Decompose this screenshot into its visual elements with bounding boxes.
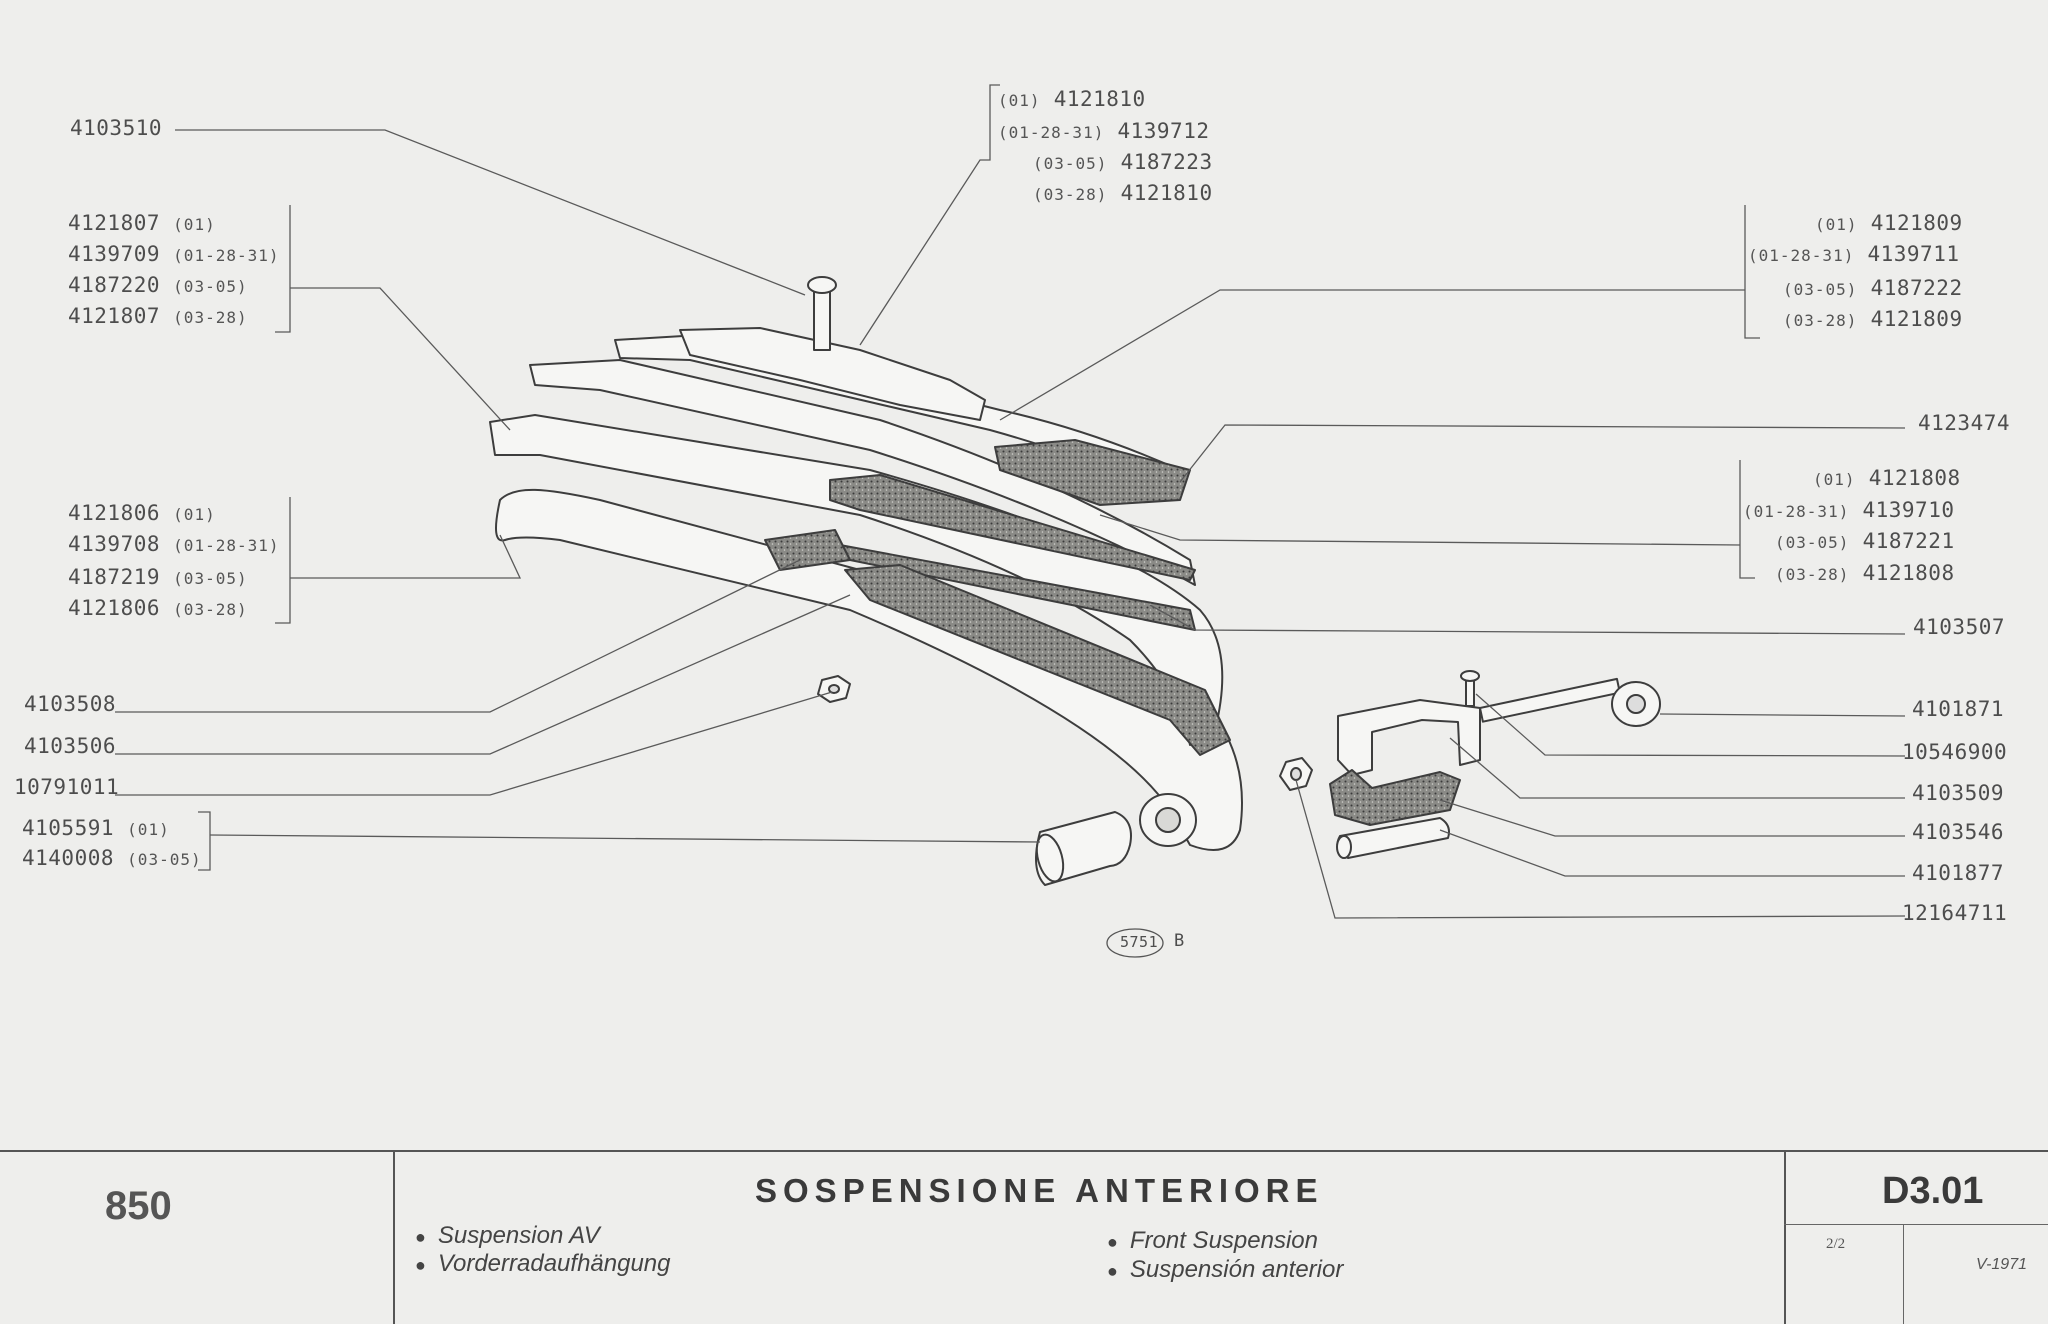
- bracket: [1337, 699, 1481, 776]
- label-pad-long: 4103506: [24, 734, 117, 758]
- label-nut-right: 12164711: [1902, 901, 2008, 925]
- label-bushing-b: 4140008 (03-05): [22, 846, 202, 870]
- label-bolt: 4103510: [70, 116, 163, 140]
- bullet-icon: ●: [415, 1227, 426, 1247]
- rubber-block: [1329, 769, 1461, 826]
- page-divider: [1903, 1224, 1904, 1324]
- label-main-leaf-b: 4139708 (01-28-31): [68, 532, 280, 556]
- label-second-leaf-a: 4121807 (01): [68, 211, 216, 235]
- label-pad-lower: 4103507: [1913, 615, 2006, 639]
- label-right-leaf-d: (03-28) 4121809: [1783, 307, 1963, 331]
- label-top-leaf-c: (03-05) 4187223: [1033, 150, 1213, 174]
- label-main-leaf-d: 4121806 (03-28): [68, 596, 248, 620]
- label-top-leaf-a: (01) 4121810: [998, 87, 1146, 111]
- pad-mid: [829, 474, 1196, 581]
- exploded-spring-diagram: [115, 84, 1906, 958]
- label-main-leaf-a: 4121806 (01): [68, 501, 216, 525]
- revision-date: V-1971: [1976, 1256, 2027, 1273]
- label-mid-leaf-d: (03-28) 4121808: [1775, 561, 1955, 585]
- bullet-icon: ●: [1107, 1261, 1118, 1281]
- label-mid-leaf-b: (01-28-31) 4139710: [1743, 498, 1955, 522]
- eye-bolt-shank: [1479, 677, 1621, 723]
- bullet-icon: ●: [1107, 1232, 1118, 1252]
- drawing-ref-number: 5751: [1120, 933, 1159, 951]
- label-top-leaf-b: (01-28-31) 4139712: [998, 119, 1210, 143]
- pad-top: [994, 439, 1191, 506]
- pad-small: [764, 529, 851, 571]
- drawing-ref-oval: [1106, 928, 1164, 958]
- title-block: 850 SOSPENSIONE ANTERIORE ●Suspension AV…: [0, 1150, 2048, 1324]
- top-plate: [679, 327, 986, 421]
- label-pin: 4101877: [1912, 861, 2005, 885]
- label-bushing-a: 4105591 (01): [22, 816, 170, 840]
- label-top-leaf-d: (03-28) 4121810: [1033, 181, 1213, 205]
- code-cell: [1784, 1152, 2048, 1324]
- label-bracket: 4103509: [1912, 781, 2005, 805]
- pin: [1336, 817, 1450, 859]
- center-bolt: [813, 289, 831, 351]
- title-cell: SOSPENSIONE ANTERIORE ●Suspension AV ●Vo…: [395, 1152, 1785, 1324]
- label-right-leaf-a: (01) 4121809: [1815, 211, 1963, 235]
- label-eye-bolt: 4101871: [1912, 697, 2005, 721]
- label-nut: 10791011: [14, 775, 120, 799]
- label-mid-leaf-a: (01) 4121808: [1813, 466, 1961, 490]
- model-cell: 850: [0, 1152, 395, 1324]
- bullet-icon: ●: [415, 1255, 426, 1275]
- model-number: 850: [105, 1184, 172, 1228]
- third-leaf: [529, 359, 1196, 586]
- section-title: SOSPENSIONE ANTERIORE: [755, 1172, 1324, 1209]
- title-en: ●Front Suspension: [1107, 1227, 1318, 1254]
- title-de: ●Vorderradaufhängung: [415, 1250, 671, 1277]
- label-mid-leaf-c: (03-05) 4187221: [1775, 529, 1955, 553]
- drawing-ref-suffix: B: [1174, 931, 1185, 951]
- label-pad-small: 4103508: [24, 692, 117, 716]
- label-second-leaf-c: 4187220 (03-05): [68, 273, 248, 297]
- label-right-leaf-c: (03-05) 4187222: [1783, 276, 1963, 300]
- code-divider: [1784, 1224, 2048, 1225]
- label-second-leaf-b: 4139709 (01-28-31): [68, 242, 280, 266]
- label-main-leaf-c: 4187219 (03-05): [68, 565, 248, 589]
- page-code: D3.01: [1882, 1170, 1984, 1212]
- label-second-leaf-d: 4121807 (03-28): [68, 304, 248, 328]
- pad-long: [844, 564, 1231, 756]
- title-es: ●Suspensión anterior: [1107, 1256, 1344, 1283]
- label-rubber: 4103546: [1912, 820, 2005, 844]
- label-right-leaf-b: (01-28-31) 4139711: [1748, 242, 1960, 266]
- label-pad-top: 4123474: [1918, 411, 2011, 435]
- page-number: 2/2: [1826, 1236, 1846, 1252]
- label-screw: 10546900: [1902, 740, 2008, 764]
- title-fr: ●Suspension AV: [415, 1222, 600, 1249]
